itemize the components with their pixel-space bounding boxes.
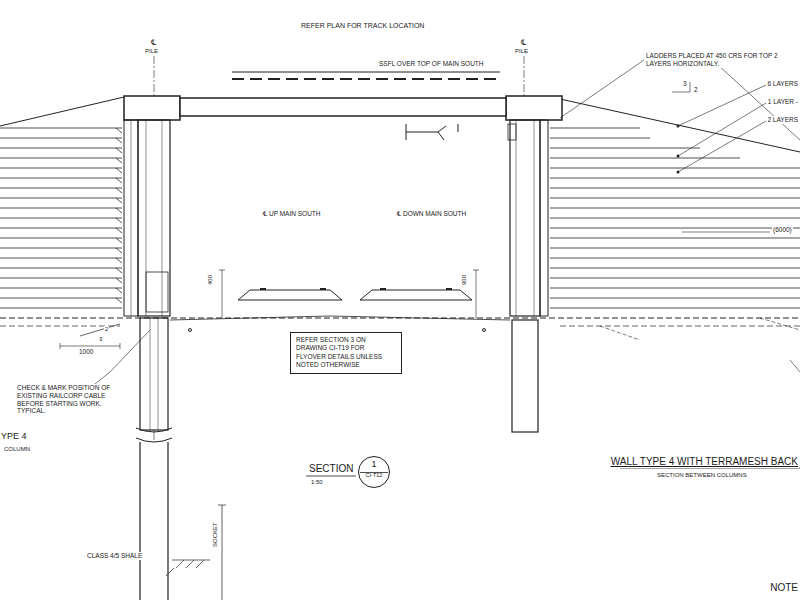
note-box: REFER SECTION 3 ON DRAWING CI-T19 FOR FL…: [290, 332, 402, 374]
note-text: REFER PLAN FOR TRACK LOCATION: [300, 22, 425, 30]
layer-label: 6 LAYERS: [766, 80, 799, 88]
drawing-number: CI-T12: [359, 473, 389, 479]
dimension: 900: [461, 274, 468, 286]
slope-value: 2: [693, 86, 699, 94]
slope-value: 3: [682, 80, 688, 88]
view-subtitle: COLUMN: [3, 446, 31, 453]
slope-value: 3: [98, 336, 103, 343]
centerline-symbol: ℄: [150, 38, 157, 48]
view-title: WALL TYPE 4 WITH TERRAMESH BACK: [610, 456, 799, 468]
section-number: 1: [359, 460, 389, 469]
view-title: YPE 4: [0, 431, 28, 442]
pile-label: PILE: [144, 48, 159, 55]
ladder-note: LADDERS PLACED AT 450 CRS FOR TOP 2 LAYE…: [645, 52, 799, 68]
centerline-symbol: ℄: [520, 38, 527, 48]
section-marker: 1CI-T12: [358, 456, 390, 488]
note-heading: NOTE: [769, 582, 799, 594]
section-title: SECTION: [308, 463, 354, 475]
slope-value: 2: [104, 326, 109, 333]
pile-label: PILE: [514, 48, 529, 55]
cable-note: CHECK & MARK POSITION OF EXISTING RAILCO…: [16, 384, 122, 415]
dimension: 400: [207, 274, 214, 286]
dimension: (6000): [772, 226, 793, 234]
note-text: REFER SECTION 3 ON DRAWING CI-T19 FOR FL…: [296, 336, 396, 370]
dimension: SOCKET: [212, 521, 219, 548]
strata-label: CLASS 4/5 SHALE: [86, 552, 143, 560]
track-centerline: ℄ UP MAIN SOUTH: [262, 210, 322, 218]
layer-label: 2 LAYERS: [766, 116, 799, 124]
track-centerline: ℄ DOWN MAIN SOUTH: [396, 210, 467, 218]
ssfl-label: SSFL OVER TOP OF MAIN SOUTH: [378, 60, 485, 68]
dimension: 1000: [78, 348, 94, 356]
view-subtitle: SECTION BETWEEN COLUMNS: [656, 472, 748, 479]
scale-label: 1:50: [310, 479, 324, 486]
layer-label: 1 LAYER -: [767, 98, 799, 106]
